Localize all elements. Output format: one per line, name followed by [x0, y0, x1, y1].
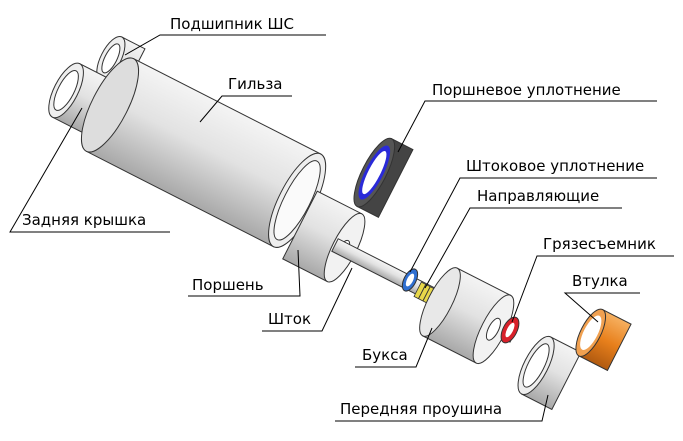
svg-text:Поршневое уплотнение: Поршневое уплотнение [432, 81, 621, 99]
label-rod: Шток [262, 267, 353, 332]
svg-text:Передняя проушина: Передняя проушина [340, 400, 502, 418]
label-rear-cap: Задняя крышка [9, 107, 170, 233]
svg-text:Грязесъемник: Грязесъемник [543, 235, 656, 253]
label-bushing: Втулка [563, 272, 640, 323]
label-rod-seal: Штоковое уплотнение [409, 157, 657, 273]
front-eye [517, 335, 582, 411]
svg-text:Подшипник ШС: Подшипник ШС [170, 15, 294, 33]
svg-text:Поршень: Поршень [192, 276, 264, 294]
piston-seal [353, 137, 414, 218]
svg-text:Шток: Шток [268, 310, 311, 328]
rear-cap [48, 62, 117, 137]
gland [419, 267, 515, 365]
svg-text:Гильза: Гильза [228, 75, 283, 93]
wiper-seal [500, 316, 520, 344]
bushing [575, 308, 632, 372]
label-piston: Поршень [188, 249, 301, 297]
label-bearing: Подшипник ШС [124, 15, 326, 56]
svg-text:Направляющие: Направляющие [477, 187, 599, 205]
svg-text:Штоковое уплотнение: Штоковое уплотнение [466, 157, 644, 175]
rod-seal [401, 268, 419, 292]
label-front-eye: Передняя проушина [335, 394, 549, 422]
svg-text:Букса: Букса [362, 346, 408, 364]
svg-text:Втулка: Втулка [572, 272, 628, 290]
label-gland: Букса [355, 327, 433, 368]
svg-text:Задняя крышка: Задняя крышка [22, 211, 146, 229]
label-guides: Направляющие [424, 187, 622, 289]
cylinder-sleeve [80, 57, 327, 248]
label-wiper: Грязесъемник [511, 235, 674, 323]
label-piston-seal: Поршневое уплотнение [397, 81, 657, 153]
label-sleeve: Гильза [199, 75, 292, 123]
